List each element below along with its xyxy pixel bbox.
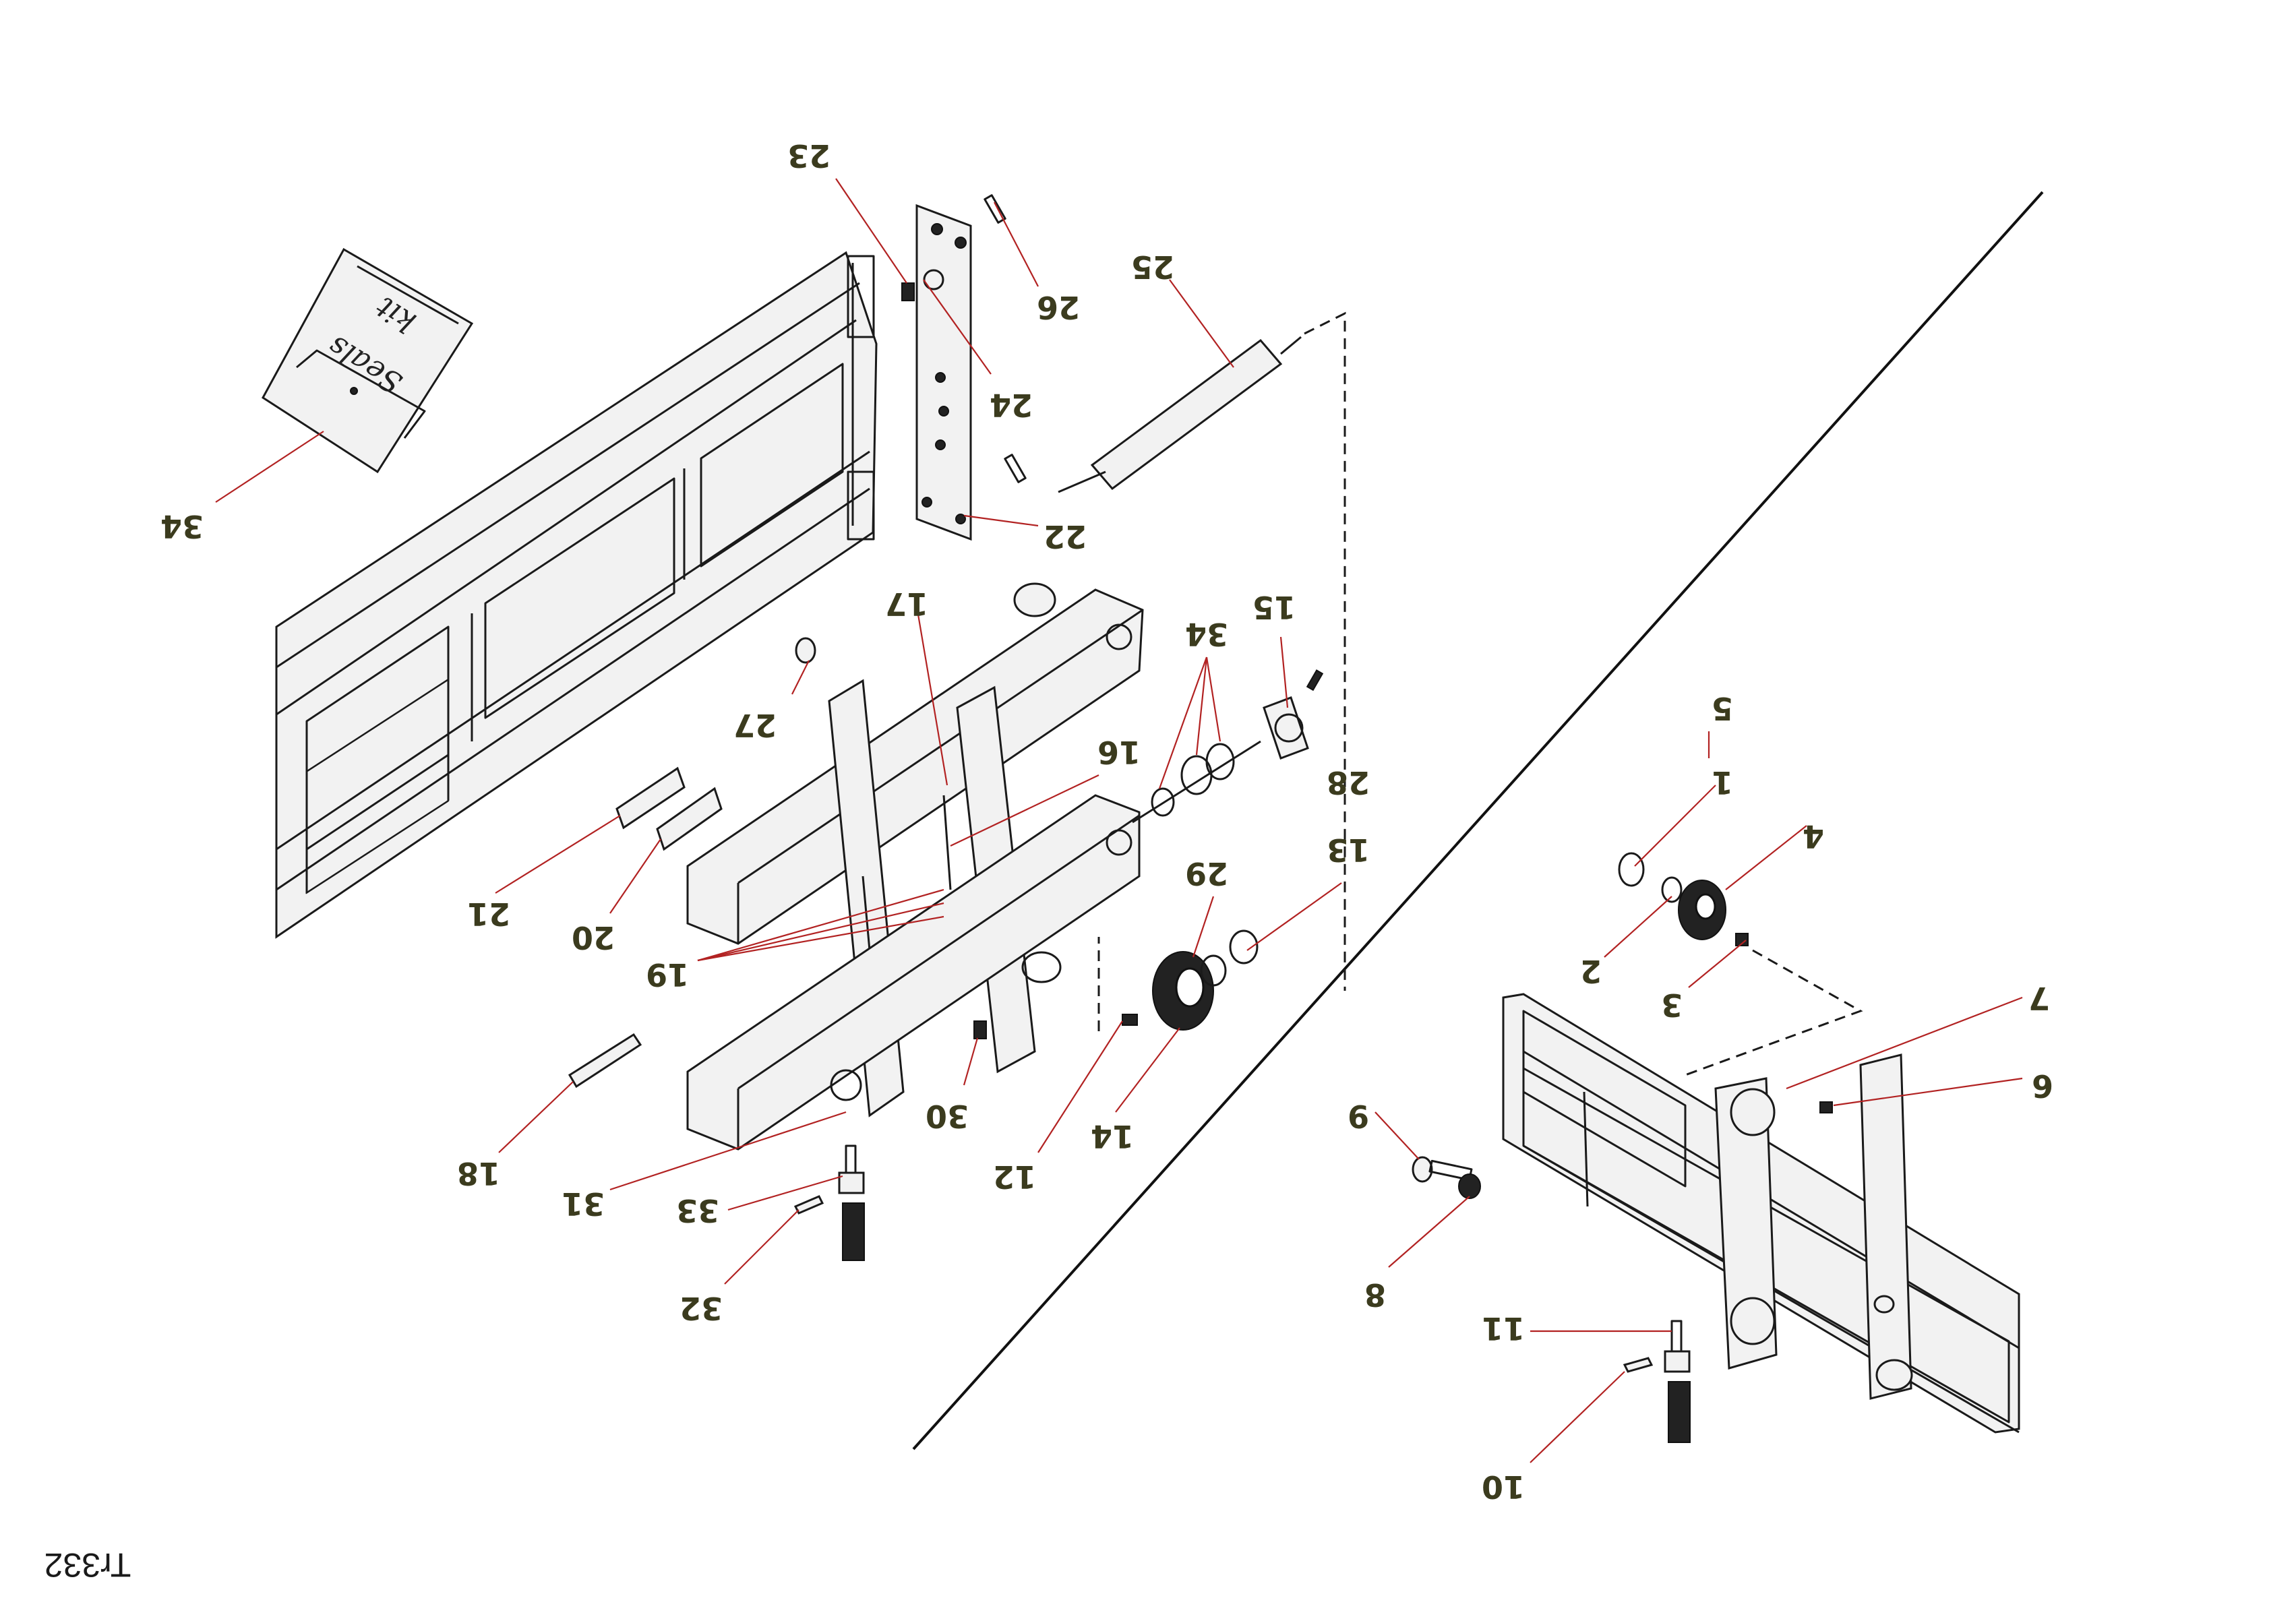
callout-15: 15 — [1252, 589, 1296, 625]
callout-31: 31 — [562, 1186, 605, 1222]
callout-4: 4 — [1803, 818, 1824, 855]
bolt-11-part — [1670, 1320, 1683, 1356]
callout-19: 19 — [646, 956, 689, 993]
pin-10-part — [1623, 1357, 1654, 1373]
callout-labels: 1 2 3 4 5 6 7 8 9 10 11 12 13 14 15 16 1… — [44, 137, 2053, 1584]
callout-34-kit: 34 — [160, 508, 204, 545]
plate-20-part — [656, 787, 723, 851]
bolt-parts — [901, 194, 1027, 483]
callout-6: 6 — [2032, 1068, 2053, 1104]
callout-18: 18 — [457, 1155, 500, 1192]
callout-14: 14 — [1091, 1118, 1134, 1155]
drawing-reference: Tr332 — [44, 1546, 131, 1584]
chain-33-part — [842, 1202, 865, 1261]
chain-anchor-parts — [1623, 1320, 1691, 1443]
roller-assembly-part — [1097, 929, 1259, 1031]
callout-21: 21 — [467, 896, 510, 932]
shaft-part — [1058, 311, 1346, 991]
seal-rings-part — [1132, 740, 1261, 824]
callout-11: 11 — [1482, 1310, 1525, 1347]
side-plate-part — [915, 204, 972, 541]
callout-9: 9 — [1348, 1098, 1369, 1134]
callout-1: 1 — [1712, 764, 1733, 801]
callout-12: 12 — [993, 1159, 1036, 1195]
main-frame-assembly: Seals kit — [262, 194, 1346, 1261]
callout-28: 28 — [1327, 764, 1370, 801]
chain-11-part — [1668, 1381, 1691, 1443]
callout-33: 33 — [676, 1192, 719, 1229]
lower-beam-part — [686, 794, 1141, 1151]
pin-27-part — [795, 637, 816, 664]
callout-25: 25 — [1131, 249, 1174, 285]
callout-32: 32 — [679, 1290, 723, 1326]
bolt-6-part — [1819, 1101, 1833, 1113]
bolt-30-part — [973, 1020, 987, 1039]
bracket-part — [1263, 669, 1324, 760]
washer-bolt-parts — [1412, 1156, 1481, 1199]
assembled-carriage — [1412, 852, 2020, 1443]
pin-18-part — [568, 1033, 642, 1089]
callout-27: 27 — [733, 707, 777, 743]
callout-17: 17 — [885, 586, 928, 622]
callout-29: 29 — [1185, 855, 1228, 892]
callout-13: 13 — [1327, 832, 1370, 868]
right-frame-part — [1502, 993, 2020, 1434]
callout-8: 8 — [1364, 1277, 1386, 1313]
callout-30: 30 — [926, 1098, 969, 1134]
leader-lines — [215, 178, 2023, 1463]
callout-5: 5 — [1712, 690, 1733, 727]
callout-34-seals: 34 — [1185, 616, 1228, 652]
callout-3: 3 — [1661, 987, 1683, 1023]
pin-32-part — [793, 1195, 824, 1215]
callout-26: 26 — [1037, 289, 1080, 326]
callout-20: 20 — [572, 919, 615, 956]
callout-7: 7 — [2028, 980, 2050, 1016]
section-divider-line — [912, 191, 2044, 1450]
callout-24: 24 — [990, 387, 1033, 423]
small-parts — [568, 637, 987, 1261]
callout-23: 23 — [787, 137, 830, 174]
callout-22: 22 — [1044, 518, 1087, 555]
seals-kit-bag-icon: Seals kit — [262, 247, 474, 474]
callout-2: 2 — [1580, 953, 1602, 989]
callout-10: 10 — [1482, 1469, 1525, 1505]
pad-21-part — [615, 766, 686, 830]
back-frame-part — [275, 251, 878, 939]
upper-roller-part — [1013, 582, 1056, 617]
hub-parts — [1618, 852, 1863, 1076]
callout-16: 16 — [1097, 734, 1141, 770]
